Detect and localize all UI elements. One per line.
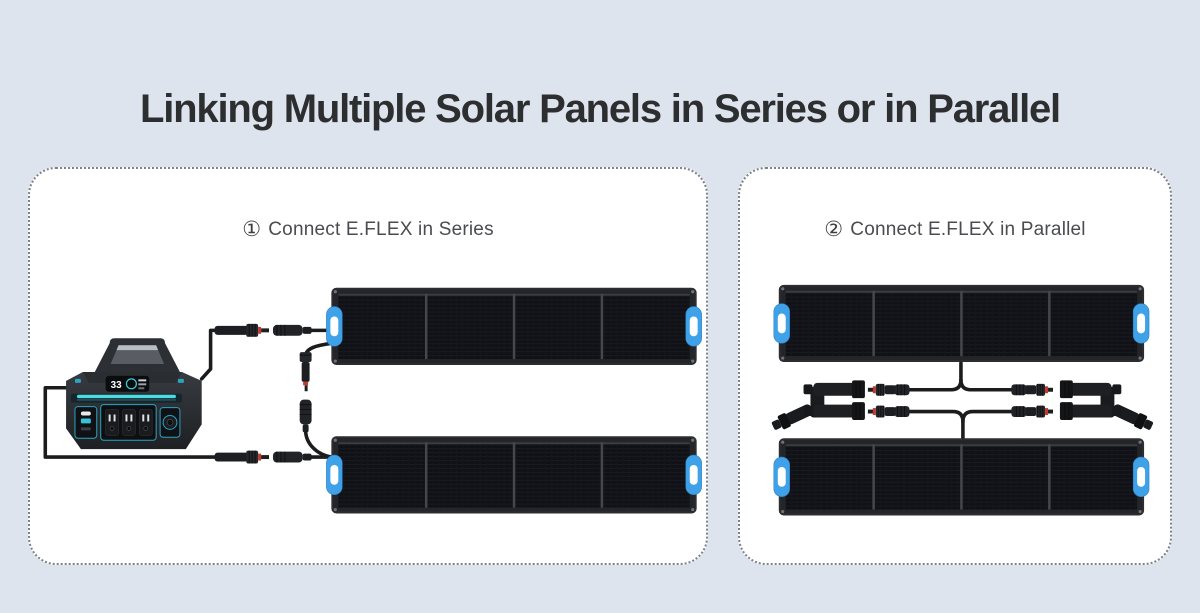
series-card-title: Connect E.FLEX in Series (268, 219, 494, 240)
solar-panel-bottom (772, 437, 1151, 517)
y-branch-connector-right (1059, 379, 1156, 434)
parallel-card-header: ② Connect E.FLEX in Parallel (740, 217, 1170, 242)
solar-panel-top (772, 283, 1151, 364)
power-station: 33 (66, 338, 202, 450)
mc4-connector-pair (214, 450, 313, 465)
mc4-connector-pair (867, 383, 910, 397)
station-display-value: 33 (111, 380, 122, 391)
solar-panel-bottom (325, 435, 703, 515)
station-light-strip (71, 393, 182, 403)
mc4-connector-pair (867, 405, 910, 418)
mc4-connector-pair (1010, 383, 1054, 397)
station-ac-outlets (100, 404, 157, 441)
parallel-wiring-diagram (769, 283, 1156, 517)
solar-panel-top (325, 286, 703, 367)
step-1-badge: ① (242, 218, 262, 241)
station-dc-port (159, 407, 181, 438)
mc4-connector-pair (1010, 405, 1054, 418)
series-card: ① Connect E.FLEX in Series (28, 167, 708, 565)
y-branch-connector-left (769, 379, 866, 434)
series-card-header: ① Connect E.FLEX in Series (30, 217, 706, 242)
parallel-cables (901, 361, 1019, 441)
parallel-card-title: Connect E.FLEX in Parallel (850, 219, 1086, 240)
series-wiring-diagram: 33 (43, 286, 703, 515)
station-display: 33 (105, 375, 150, 392)
page-title: Linking Multiple Solar Panels in Series … (140, 86, 1061, 131)
step-2-badge: ② (824, 218, 844, 241)
series-link-connectors (299, 352, 312, 433)
parallel-card: ② Connect E.FLEX in Parallel (738, 167, 1172, 565)
station-usb-ports (74, 406, 98, 439)
mc4-connector-pair (214, 323, 313, 338)
